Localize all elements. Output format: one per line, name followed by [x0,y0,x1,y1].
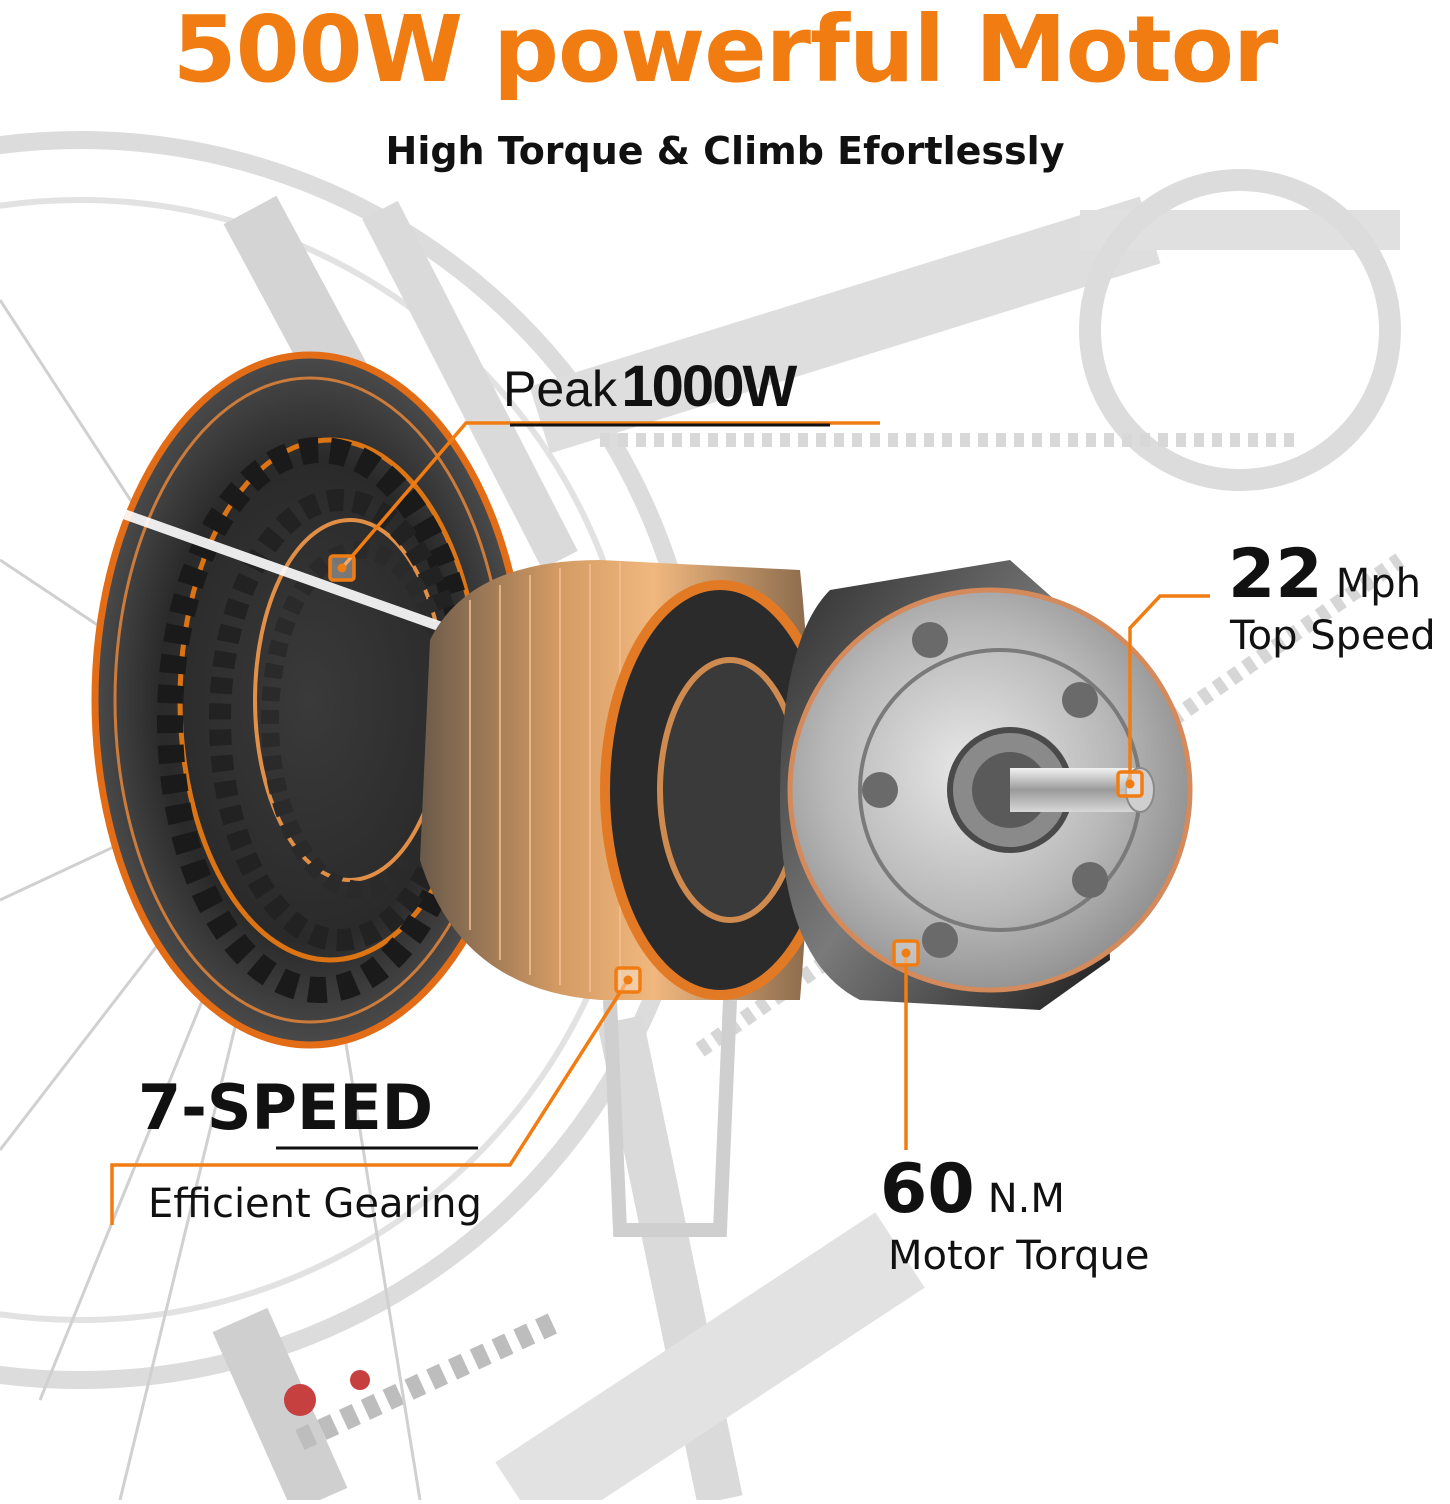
callout-lines [110,421,1210,1225]
motor-torque-value: 60 [880,1150,975,1229]
peak-leader-line [340,421,880,570]
peak-marker [328,554,356,582]
top-speed-label: Top Speed [1230,613,1436,659]
light-streak [0,465,452,635]
peak-power-value: 1000W [621,354,797,419]
speed-leader-line [1128,594,1210,784]
gear-speed-value: 7-SPEED [138,1071,434,1144]
gearing-label: Efficient Gearing [148,1181,482,1227]
motor-torque-callout: 60 N.M [880,1150,1065,1230]
motor-flange [780,560,1193,1010]
gearing-marker [614,966,642,994]
torque-marker [892,939,920,967]
page-title: 500W powerful Motor [172,0,1279,103]
peak-power-callout: Peak 1000W [503,354,797,434]
speed-marker [1116,770,1144,798]
bike-frame-background [0,131,1405,1504]
peak-power-prefix: Peak [503,361,617,417]
top-speed-value: 22 [1228,535,1323,614]
top-speed-unit: Mph [1335,561,1421,607]
top-speed-callout: 22 Mph [1228,535,1421,615]
page-subtitle: High Torque & Climb Efortlessly [385,129,1065,173]
motor-torque-unit: N.M [987,1176,1065,1222]
stator [420,560,840,1000]
gearing-leader-line [110,979,630,1225]
callout-markers [328,554,1144,994]
motor-torque-label: Motor Torque [888,1233,1150,1279]
